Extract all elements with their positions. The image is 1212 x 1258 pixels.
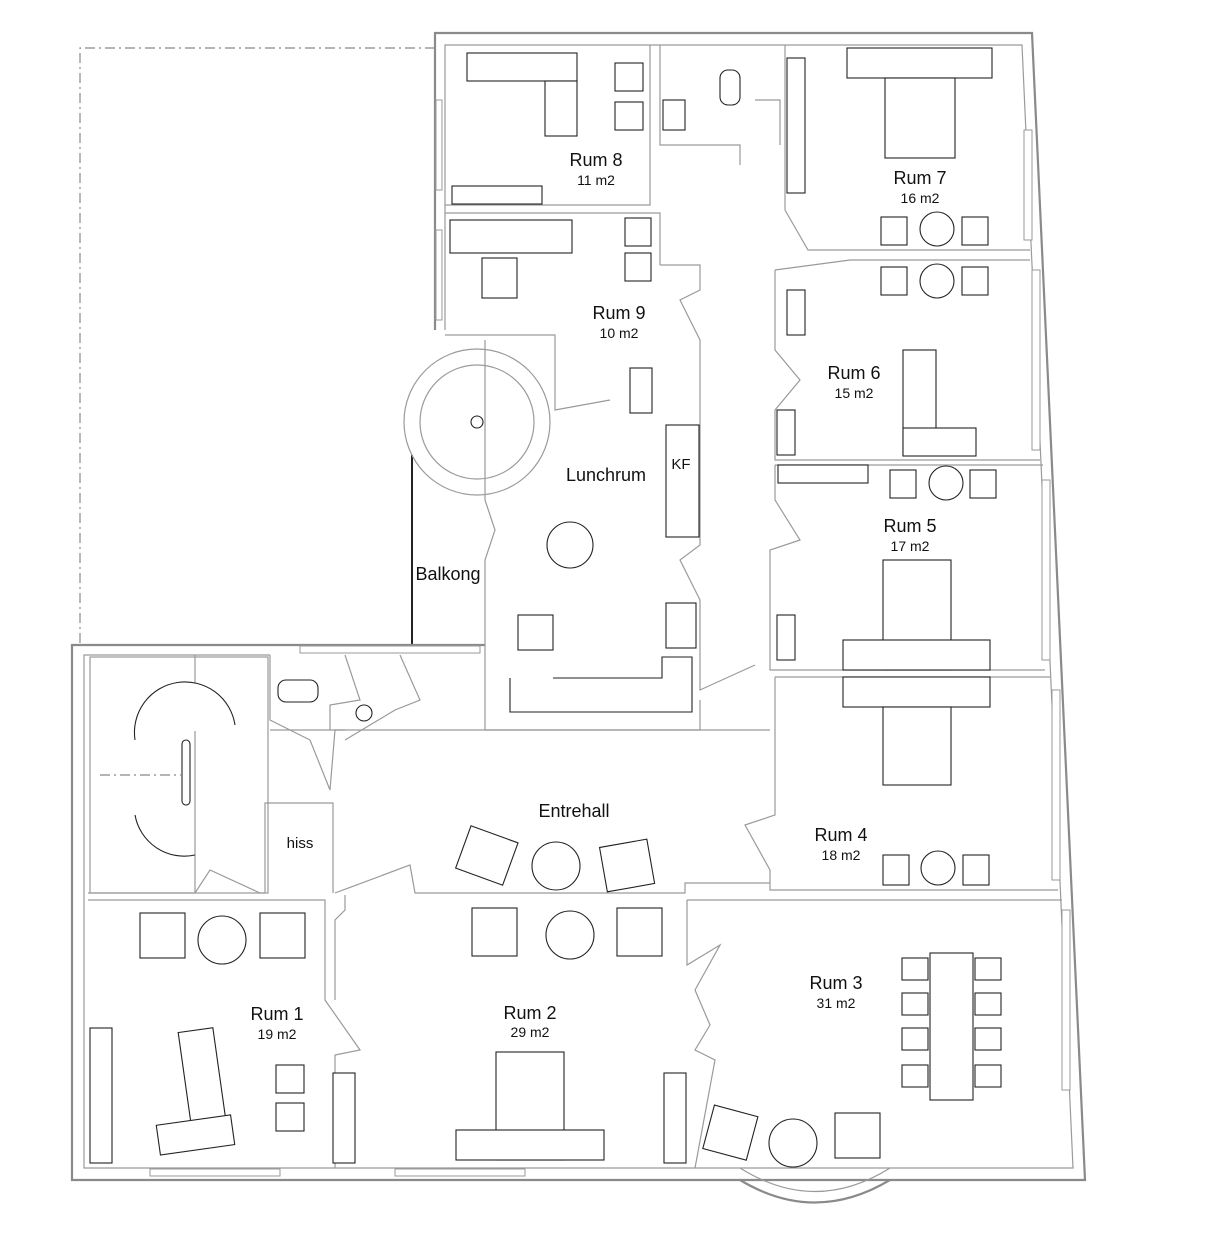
svg-text:17 m2: 17 m2 [891, 538, 930, 554]
entrance-hall-label: Entrehall [538, 801, 609, 821]
svg-text:11 m2: 11 m2 [577, 172, 615, 188]
outer-walls [70, 31, 1087, 1204]
balcony-label: Balkong [415, 564, 480, 584]
windows [149, 99, 1071, 1177]
furniture [89, 47, 1002, 1168]
lunchroom-label: Lunchrum [566, 465, 646, 485]
room-rum7: Rum 7 16 m2 [893, 168, 946, 206]
room-rum9: Rum 9 10 m2 [592, 303, 645, 341]
svg-text:Rum 3: Rum 3 [809, 973, 862, 993]
svg-text:19 m2: 19 m2 [258, 1026, 297, 1042]
svg-text:Rum 8: Rum 8 [569, 150, 622, 170]
balcony-outline [79, 47, 435, 645]
room-rum6: Rum 6 15 m2 [827, 363, 880, 401]
svg-text:Rum 2: Rum 2 [503, 1003, 556, 1023]
room-rum5: Rum 5 17 m2 [883, 516, 936, 554]
elevator-label: hiss [287, 835, 314, 852]
svg-text:10 m2: 10 m2 [600, 325, 639, 341]
room-rum4: Rum 4 18 m2 [814, 825, 867, 863]
interior-walls [88, 45, 1062, 1169]
kitchen-unit-label: KF [671, 456, 690, 473]
svg-text:29 m2: 29 m2 [511, 1024, 550, 1040]
svg-text:Rum 5: Rum 5 [883, 516, 936, 536]
room-rum3: Rum 3 31 m2 [809, 973, 862, 1011]
stairwell [89, 656, 269, 894]
room-rum2: Rum 229 m2 [503, 1003, 556, 1040]
svg-text:18 m2: 18 m2 [822, 847, 861, 863]
spiral-staircase [403, 348, 551, 496]
room-rum8: Rum 8 11 m2 [569, 150, 622, 188]
svg-text:Rum 7: Rum 7 [893, 168, 946, 188]
svg-text:Rum 6: Rum 6 [827, 363, 880, 383]
svg-text:16 m2: 16 m2 [901, 190, 940, 206]
svg-text:31 m2: 31 m2 [817, 995, 856, 1011]
svg-text:Rum 9: Rum 9 [592, 303, 645, 323]
svg-text:15 m2: 15 m2 [835, 385, 874, 401]
room-rum1: Rum 1 19 m2 [250, 1004, 303, 1042]
svg-text:Rum 4: Rum 4 [814, 825, 867, 845]
svg-text:Rum 1: Rum 1 [250, 1004, 303, 1024]
